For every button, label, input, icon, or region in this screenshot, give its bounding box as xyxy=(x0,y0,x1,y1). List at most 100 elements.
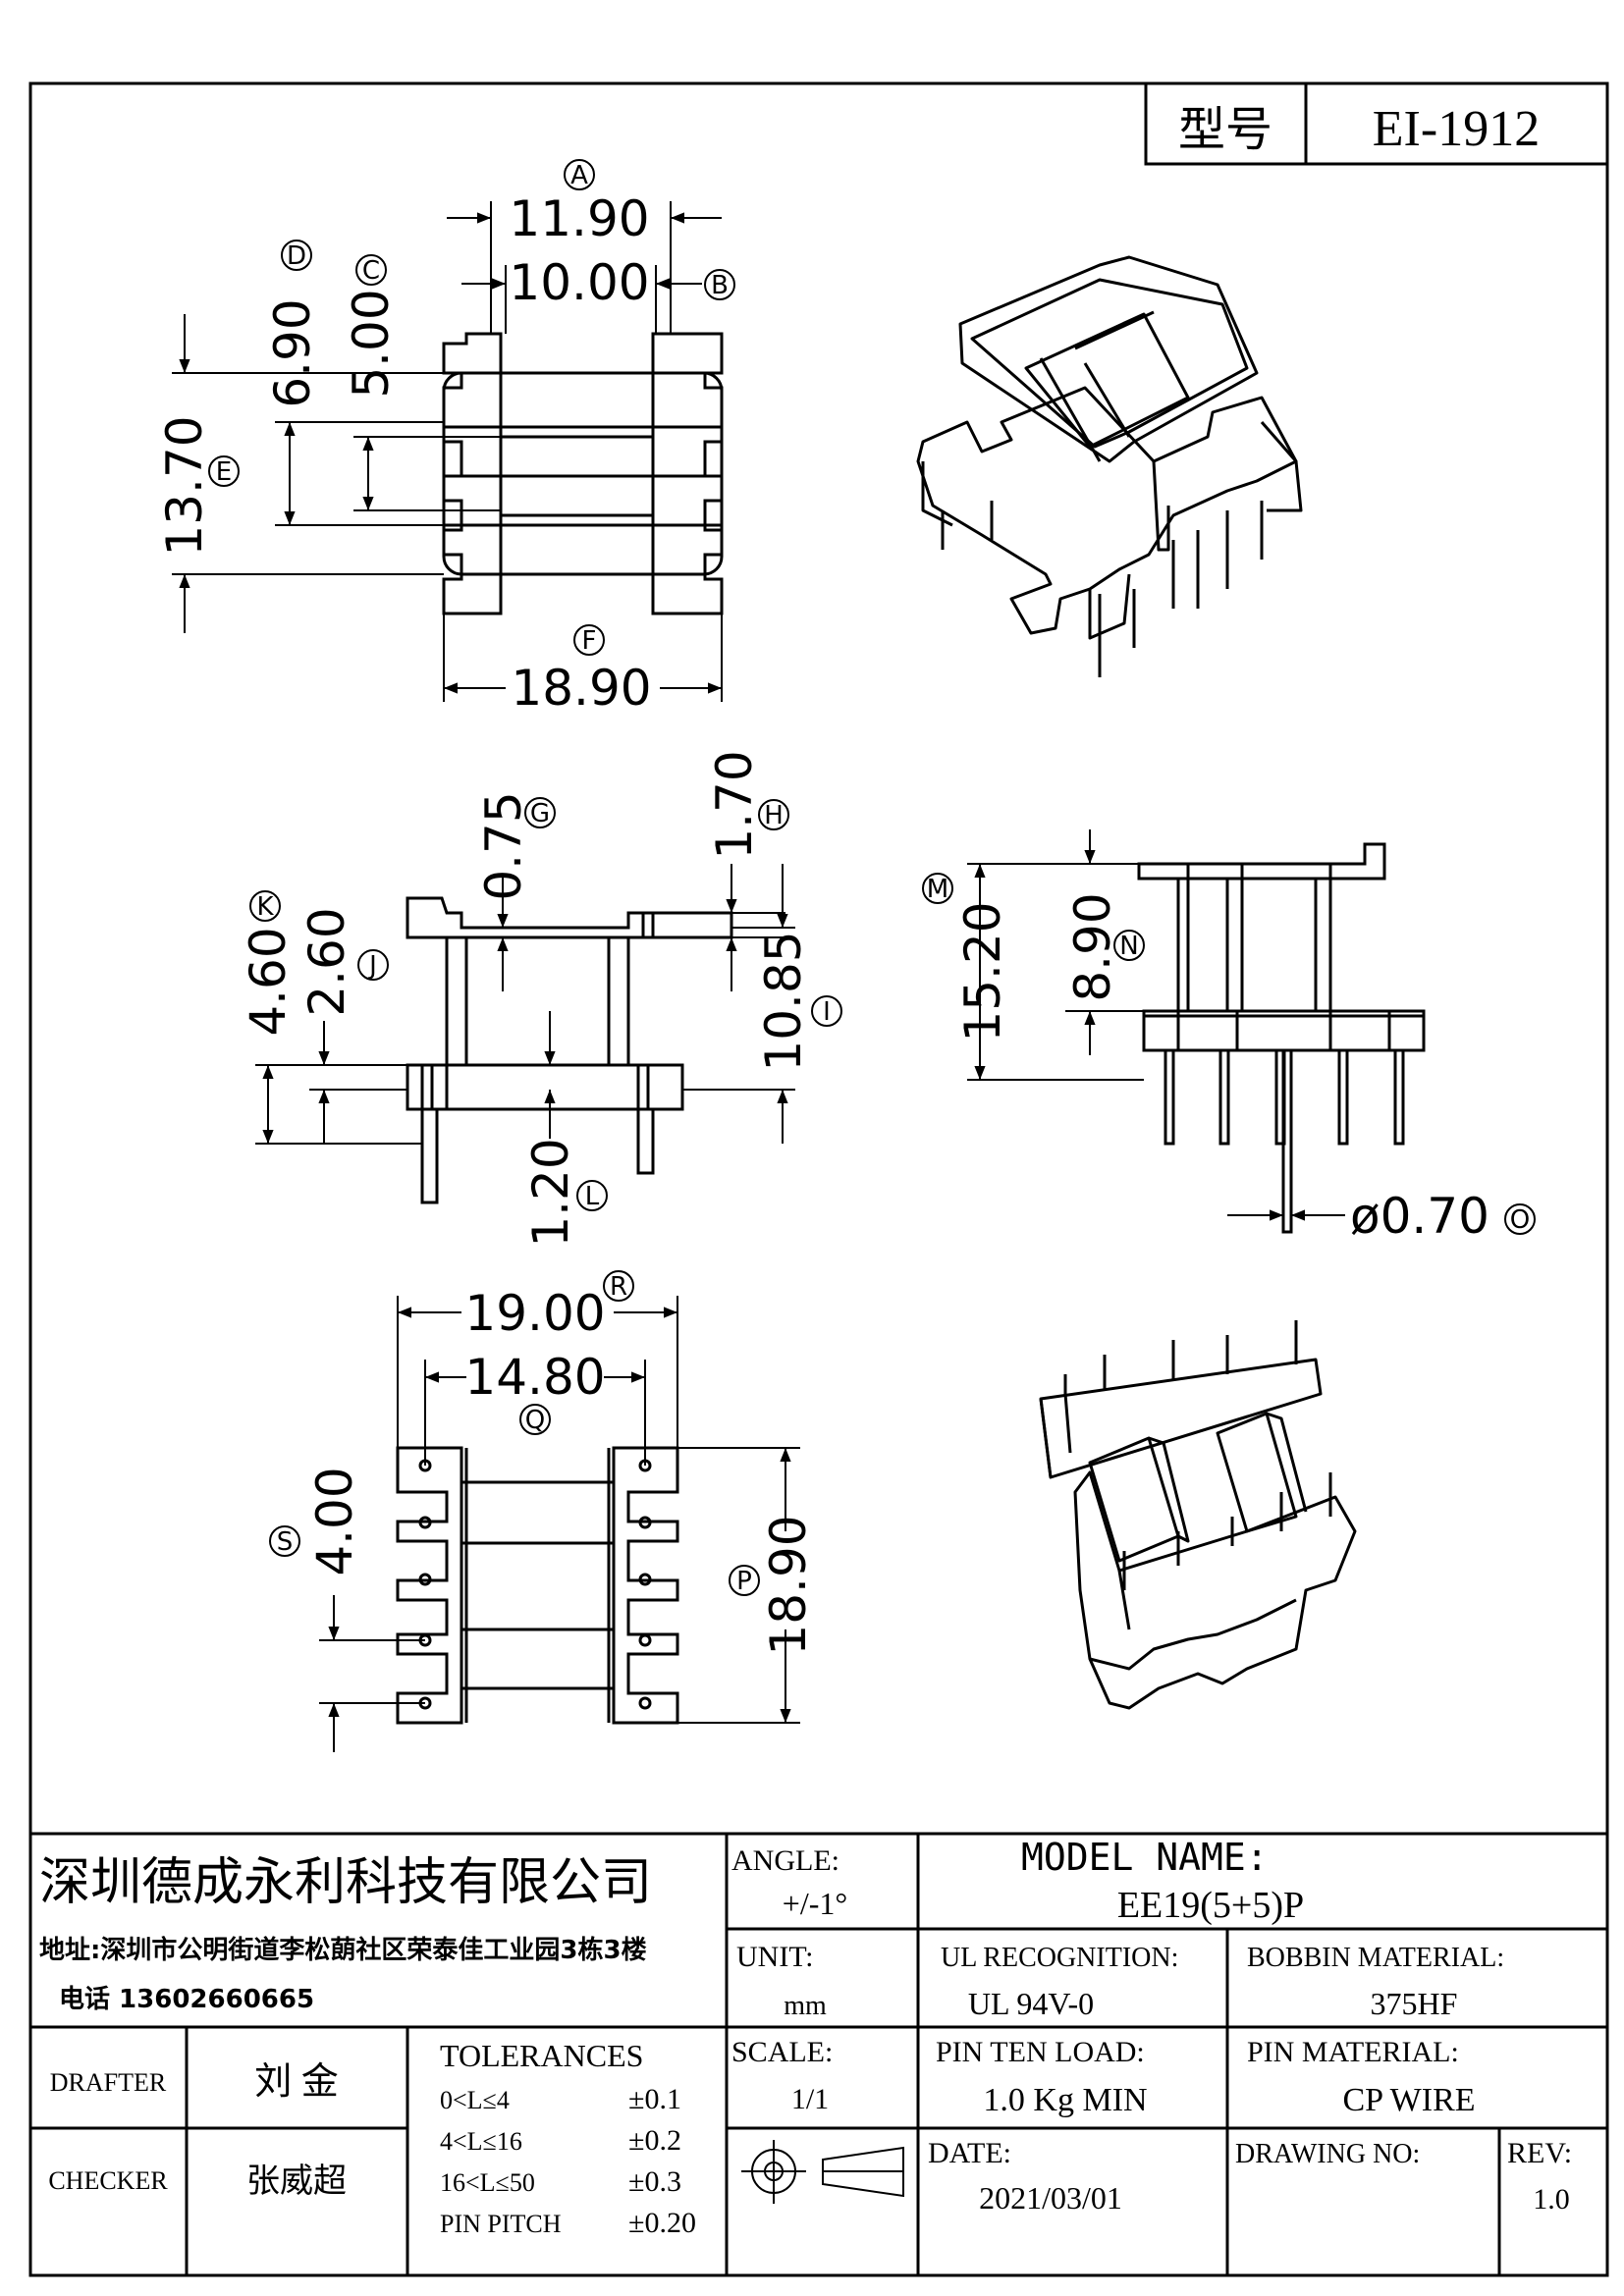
svg-text:P: P xyxy=(736,1567,752,1596)
svg-text:G: G xyxy=(530,799,550,828)
tag-S: S xyxy=(269,1525,300,1557)
dim-K-value: 4.60 xyxy=(240,927,297,1036)
drafter-label: DRAFTER xyxy=(50,2068,167,2097)
bottom-view-dims xyxy=(319,1296,800,1752)
tolerance-value: ±0.20 xyxy=(628,2207,696,2239)
dim-L-value: 1.20 xyxy=(522,1138,579,1247)
tolerance-rows: 0<L≤4 ±0.1 4<L≤16 ±0.2 16<L≤50 ±0.3 PIN … xyxy=(440,2083,696,2239)
bottom-view xyxy=(396,1446,679,1725)
tolerance-range: PIN PITCH xyxy=(440,2210,562,2238)
dim-N-value: 8.90 xyxy=(1064,892,1121,1001)
checker-name: 张威超 xyxy=(246,2163,347,2200)
pin-material-label: PIN MATERIAL: xyxy=(1247,2036,1459,2068)
bobbin-material-value: 375HF xyxy=(1371,1986,1458,2021)
dim-M-value: 15.20 xyxy=(954,901,1011,1041)
tolerance-range: 4<L≤16 xyxy=(440,2127,522,2156)
tolerance-range: 16<L≤50 xyxy=(440,2168,535,2197)
angle-label: ANGLE: xyxy=(731,1844,839,1877)
svg-text:N: N xyxy=(1119,932,1138,961)
dim-J-value: 2.60 xyxy=(298,907,355,1016)
svg-text:J: J xyxy=(367,951,377,981)
dim-E-value: 13.70 xyxy=(156,415,213,556)
dim-S-value: 4.00 xyxy=(306,1467,363,1575)
svg-text:I: I xyxy=(823,997,831,1027)
svg-text:Q: Q xyxy=(525,1406,545,1435)
dim-H-value: 1.70 xyxy=(706,750,763,859)
scale-label: SCALE: xyxy=(731,2036,833,2068)
svg-text:K: K xyxy=(256,892,274,922)
sheet-border xyxy=(28,81,1609,2277)
tag-F: F xyxy=(573,624,605,656)
ul-value: UL 94V-0 xyxy=(968,1986,1094,2021)
side-view xyxy=(406,896,733,1204)
dim-D-value: 6.90 xyxy=(264,298,321,407)
isometric-view-top xyxy=(916,255,1303,677)
unit-label: UNIT: xyxy=(736,1941,814,1973)
date-value: 2021/03/01 xyxy=(979,2180,1122,2216)
tolerance-value: ±0.3 xyxy=(628,2165,681,2198)
tolerances-label: TOLERANCES xyxy=(440,2038,643,2073)
tag-B: B xyxy=(704,269,735,300)
tag-J: J xyxy=(357,949,389,981)
tag-A: A xyxy=(564,159,595,190)
svg-text:S: S xyxy=(277,1527,294,1557)
isometric-view-bottom xyxy=(1039,1320,1357,1710)
top-view xyxy=(442,332,724,615)
tolerance-range: 0<L≤4 xyxy=(440,2086,510,2114)
pin-material-value: CP WIRE xyxy=(1342,2082,1475,2118)
tag-C: C xyxy=(355,254,387,286)
tag-H: H xyxy=(758,799,789,830)
tag-K: K xyxy=(249,890,281,922)
front-view xyxy=(1137,842,1426,1234)
svg-text:F: F xyxy=(582,626,597,656)
tag-P: P xyxy=(729,1565,760,1596)
front-view-dims xyxy=(967,829,1345,1221)
svg-text:C: C xyxy=(362,256,380,286)
ul-label: UL RECOGNITION: xyxy=(941,1943,1178,1973)
scale-value: 1/1 xyxy=(791,2083,829,2115)
svg-text:E: E xyxy=(216,457,232,487)
svg-text:M: M xyxy=(927,875,948,904)
tag-I: I xyxy=(811,995,842,1027)
dim-I-value: 10.85 xyxy=(755,931,812,1071)
svg-text:R: R xyxy=(610,1272,627,1302)
model-name-value: EE19(5+5)P xyxy=(1117,1885,1304,1926)
tag-O: O xyxy=(1504,1203,1536,1235)
model-box: 型号 EI-1912 xyxy=(1144,81,1609,166)
dim-P-value: 18.90 xyxy=(760,1515,817,1655)
dim-Q-value: 14.80 xyxy=(464,1349,605,1406)
unit-value: mm xyxy=(784,1991,827,2021)
tag-L: L xyxy=(576,1180,608,1211)
tag-R: R xyxy=(603,1270,634,1302)
svg-text:D: D xyxy=(287,241,306,271)
dim-B-value: 10.00 xyxy=(509,254,649,311)
company-phone: 电话 13602660665 xyxy=(59,1985,314,2014)
model-number: EI-1912 xyxy=(1373,101,1540,157)
dim-O-value: ø0.70 xyxy=(1350,1188,1489,1245)
dim-A-value: 11.90 xyxy=(509,190,649,247)
angle-value: +/-1° xyxy=(783,1886,847,1921)
rev-value: 1.0 xyxy=(1533,2183,1570,2216)
svg-text:L: L xyxy=(585,1182,600,1211)
checker-label: CHECKER xyxy=(48,2166,168,2195)
dim-G-value: 0.75 xyxy=(475,791,532,900)
pin-load-value: 1.0 Kg MIN xyxy=(983,2082,1147,2118)
tag-M: M xyxy=(922,873,953,904)
tag-G: G xyxy=(524,797,556,828)
dim-C-value: 5.00 xyxy=(343,289,400,398)
side-view-dims xyxy=(255,864,795,1145)
tolerance-value: ±0.1 xyxy=(628,2083,681,2115)
top-view-dims xyxy=(172,201,723,702)
model-name-label: MODEL NAME: xyxy=(1021,1836,1269,1879)
tag-E: E xyxy=(208,455,240,487)
tag-D: D xyxy=(281,240,312,271)
model-label: 型号 xyxy=(1178,104,1272,156)
tolerance-value: ±0.2 xyxy=(628,2124,681,2157)
dim-R-value: 19.00 xyxy=(464,1285,605,1342)
bobbin-material-label: BOBBIN MATERIAL: xyxy=(1247,1943,1504,1973)
svg-text:B: B xyxy=(711,271,729,300)
company-name: 深圳德成永利科技有限公司 xyxy=(39,1855,652,1911)
rev-label: REV: xyxy=(1507,2137,1572,2169)
date-label: DATE: xyxy=(928,2137,1011,2169)
projection-symbol xyxy=(741,2140,904,2204)
